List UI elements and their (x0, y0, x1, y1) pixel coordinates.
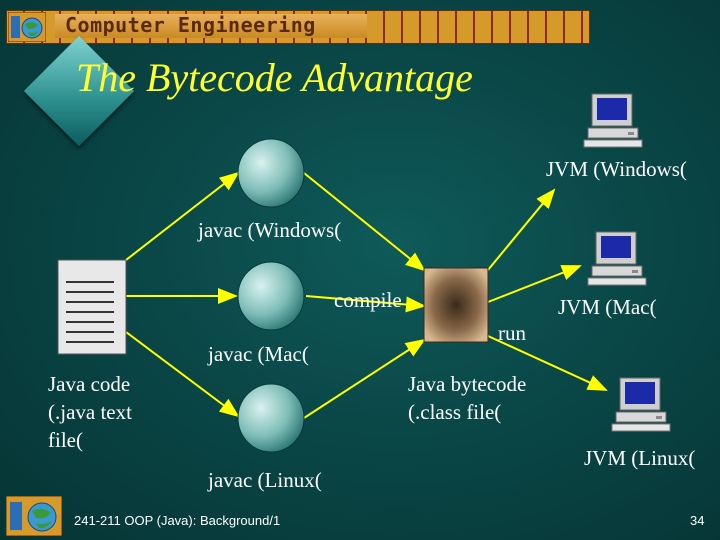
java-source-document-icon (57, 259, 127, 355)
footer-course: 241-211 OOP (Java): Background/1 (74, 513, 281, 528)
bytecode-label-line1: Java bytecode (408, 372, 527, 396)
run-label: run (498, 321, 526, 345)
header-title-plate (55, 14, 367, 38)
computer-windows-icon (583, 93, 643, 148)
footer-globe-logo-icon (6, 496, 62, 536)
jvm-windows-label: JVM (Windows( (546, 157, 687, 181)
compiler-mac-label: javac (Mac( (208, 342, 309, 366)
jvm-linux-label: JVM (Linux( (584, 446, 696, 470)
arrow-linux-to-bytecode (303, 338, 426, 419)
java-source-label-line1: Java code (48, 372, 131, 396)
java-source-label-line2: (.java text (48, 400, 132, 424)
computer-linux-icon (611, 377, 671, 432)
compiler-windows-label: javac (Windows( (198, 218, 342, 242)
globe-logo-icon (8, 12, 46, 42)
page-number: 34 (690, 513, 705, 528)
compiler-linux-disc-icon (237, 383, 305, 453)
arrow-source-to-windows (125, 171, 240, 261)
header-title: Computer Engineering (65, 13, 316, 37)
compiler-windows-disc-icon (237, 138, 305, 208)
bytecode-label-line2: (.class file( (408, 400, 502, 424)
compiler-linux-label: javac (Linux( (208, 468, 322, 492)
arrow-windows-to-bytecode (303, 172, 426, 272)
java-source-label-line3: file( (48, 428, 83, 452)
jvm-mac-label: JVM (Mac( (558, 295, 657, 319)
arrow-mac-to-bytecode (305, 295, 426, 313)
arrow-bytecode-to-jvm-linux (487, 335, 608, 391)
arrow-source-to-linux (125, 331, 240, 418)
compiler-mac-disc-icon (237, 261, 305, 331)
arrow-bytecode-to-jvm-windows (487, 188, 556, 271)
slide-title: The Bytecode Advantage (76, 55, 473, 100)
bytecode-box-icon (423, 267, 489, 343)
header-bar: Computer Engineering (6, 10, 590, 44)
arrow-bytecode-to-jvm-mac (487, 265, 582, 303)
computer-mac-icon (587, 231, 647, 286)
compile-label: compile (334, 288, 402, 312)
